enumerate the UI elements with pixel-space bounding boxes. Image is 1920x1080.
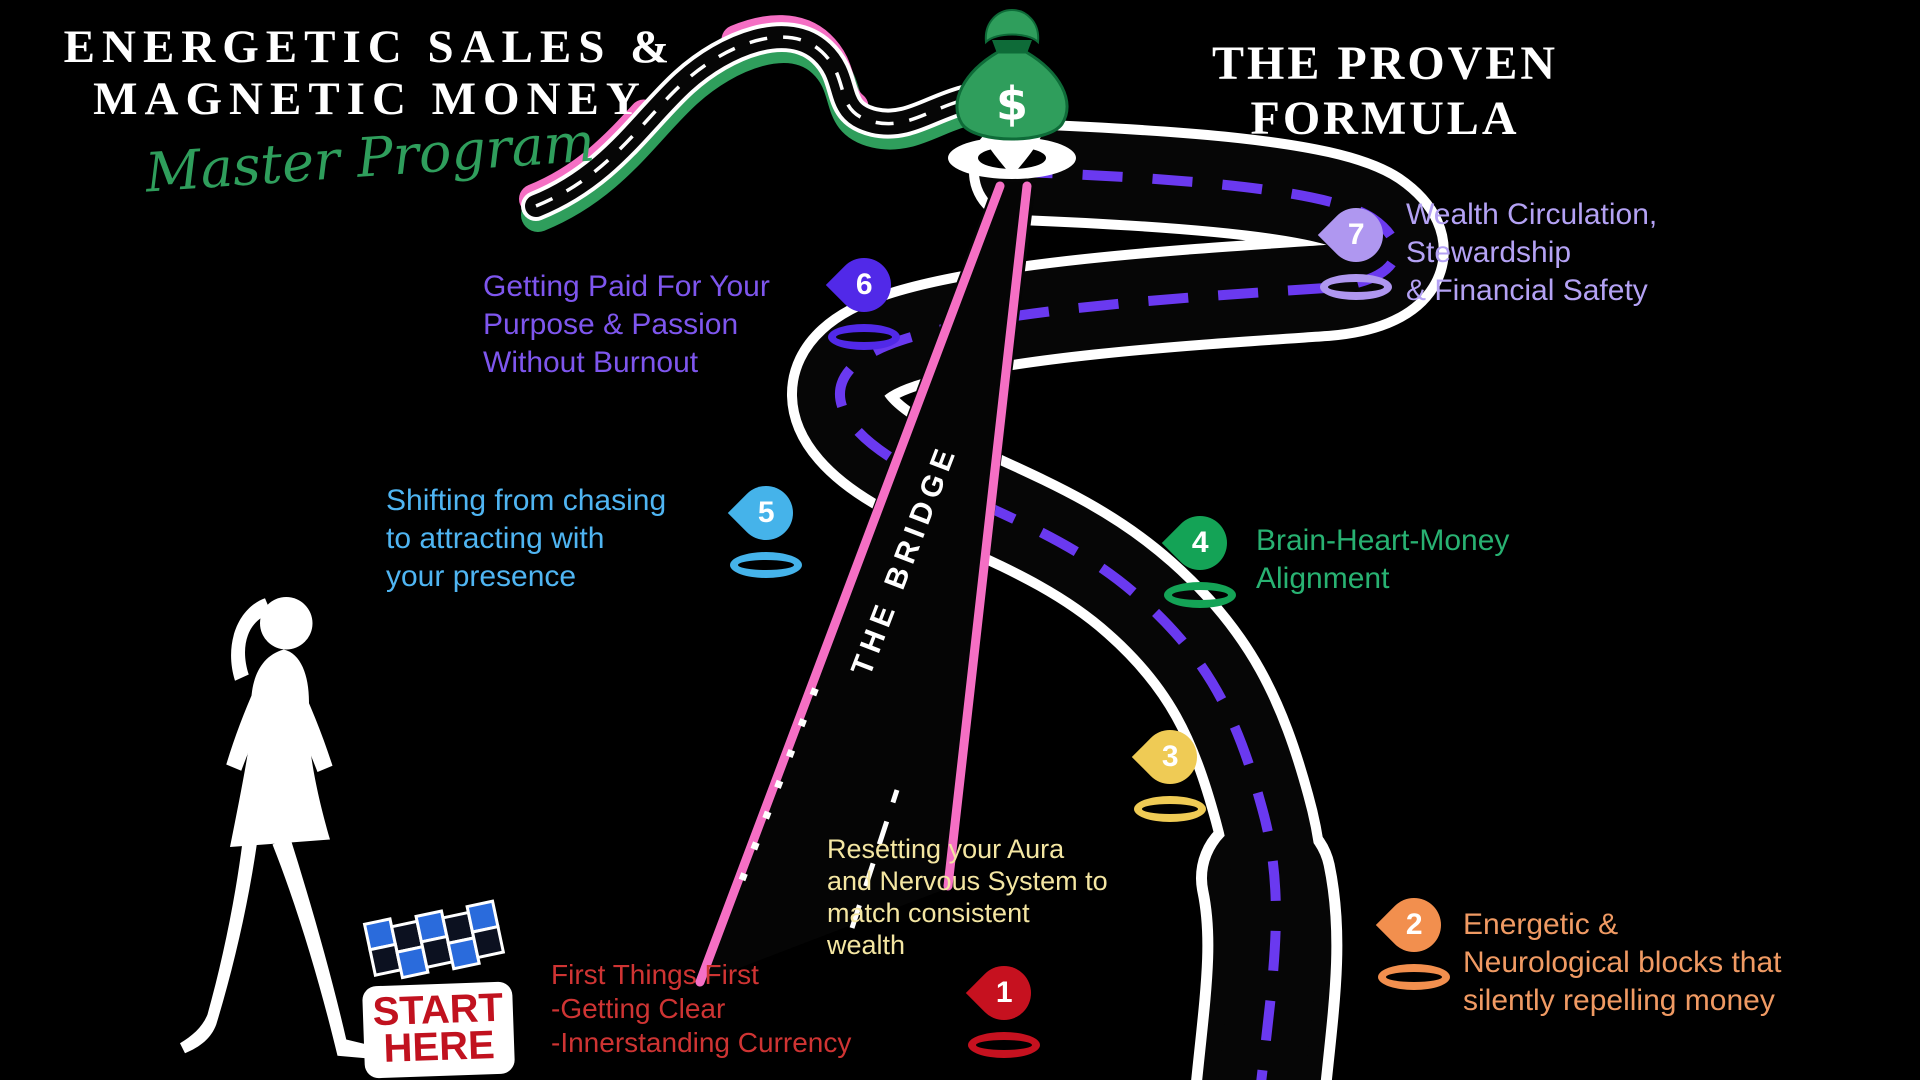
start-here-label: START HERE [361, 981, 516, 1079]
pin-marker: 5 [727, 474, 805, 552]
milestone-pin-4: 4 [1160, 504, 1240, 608]
pin-marker: 7 [1317, 196, 1395, 274]
pin-marker: 6 [825, 246, 903, 324]
pin-base-ring [828, 324, 900, 350]
milestone-text-line: and Nervous System to [827, 865, 1108, 896]
milestone-text-4: Brain-Heart-Money Alignment [1256, 522, 1509, 598]
the-bridge [695, 181, 1036, 987]
milestone-text-line: Stewardship [1406, 236, 1572, 270]
milestone-pin-7: 7 [1316, 196, 1396, 300]
milestone-text-1: First Things First -Getting Clear -Inner… [551, 958, 851, 1060]
milestone-pin-3: 3 [1130, 718, 1210, 822]
woman-head [260, 597, 313, 650]
milestone-text-line: Alignment [1256, 562, 1390, 596]
money-bag-tuft [984, 8, 1040, 45]
pin-number: 5 [757, 496, 775, 529]
milestone-text-line: Energetic & [1463, 908, 1619, 941]
milestone-text-line: Neurological blocks that [1463, 946, 1782, 980]
milestone-pin-2: 2 [1374, 886, 1454, 990]
checkered-flag-icon [362, 899, 506, 980]
bridge-right-edge [943, 181, 1032, 891]
pin-base-ring [1320, 274, 1392, 300]
milestone-text-line: Wealth Circulation, [1406, 198, 1658, 231]
milestone-text-3: Resetting your Aura and Nervous System t… [827, 834, 1108, 961]
pin-number: 7 [1347, 218, 1365, 251]
start-here-badge: START HERE [359, 893, 516, 1079]
pin-base-ring [1134, 796, 1206, 822]
milestone-pin-5: 5 [726, 474, 806, 578]
bridge-left-edge [695, 181, 1005, 987]
pin-marker: 4 [1161, 504, 1239, 582]
milestone-text-line: your presence [386, 560, 577, 594]
milestone-text-line: & Financial Safety [1406, 274, 1648, 308]
milestone-text-line: Shifting from chasing [386, 484, 667, 517]
milestone-text-2: Energetic & Neurological blocks that sil… [1463, 906, 1782, 1020]
milestone-text-7: Wealth Circulation, Stewardship & Financ… [1406, 196, 1657, 310]
milestone-pin-1: 1 [964, 954, 1044, 1058]
pin-marker: 1 [965, 954, 1043, 1032]
milestone-text-line: wealth [827, 929, 906, 960]
milestone-text-line: Without Burnout [483, 346, 699, 380]
pin-base-ring [968, 1032, 1040, 1058]
woman-ponytail [231, 598, 272, 681]
pin-number: 1 [995, 976, 1013, 1009]
woman-front-leg [272, 837, 383, 1060]
milestone-text-6: Getting Paid For Your Purpose & Passion … [483, 268, 770, 382]
milestone-text-line: Getting Paid For Your [483, 270, 770, 303]
milestone-text-line: Brain-Heart-Money [1256, 524, 1510, 557]
pin-marker: 3 [1131, 718, 1209, 796]
milestone-text-line: First Things First [551, 959, 759, 990]
pin-number: 6 [855, 268, 873, 301]
money-bag-body [955, 50, 1069, 141]
woman-front-arm [283, 677, 333, 772]
pin-marker: 2 [1375, 886, 1453, 964]
dollar-sign: $ [996, 77, 1028, 131]
pin-base-ring [1378, 964, 1450, 990]
formula-title: THE PROVEN FORMULA [1211, 37, 1559, 145]
pin-number: 3 [1161, 740, 1179, 773]
milestone-text-line: to attracting with [386, 522, 605, 556]
milestone-pin-6: 6 [824, 246, 904, 350]
pin-number: 4 [1191, 526, 1209, 559]
walking-woman-silhouette [180, 597, 383, 1060]
top-road-surface [525, 26, 1015, 217]
program-title-line2: MAGNETIC MONEY [93, 72, 647, 125]
pin-base-ring [1164, 582, 1236, 608]
bridge-hatch-marks [738, 680, 822, 882]
milestone-text-line: silently repelling money [1463, 984, 1775, 1018]
milestone-text-5: Shifting from chasing to attracting with… [386, 482, 666, 596]
program-title: ENERGETIC SALES & MAGNETIC MONEY [55, 21, 685, 125]
pin-base-ring [730, 552, 802, 578]
start-here-line2: HERE [382, 1022, 496, 1071]
milestone-text-line: Resetting your Aura [827, 834, 1065, 864]
program-title-line1: ENERGETIC SALES & [63, 21, 677, 73]
money-bag-icon: $ [955, 8, 1069, 141]
milestone-text-line: -Getting Clear [551, 993, 726, 1025]
milestone-text-line: match consistent [827, 897, 1030, 928]
top-road [519, 15, 1023, 232]
pin-number: 2 [1405, 908, 1423, 941]
milestone-text-line: -Innerstanding Currency [551, 1027, 852, 1059]
woman-back-arm [226, 672, 275, 771]
milestone-text-line: Purpose & Passion [483, 308, 739, 342]
woman-back-leg [180, 839, 258, 1054]
